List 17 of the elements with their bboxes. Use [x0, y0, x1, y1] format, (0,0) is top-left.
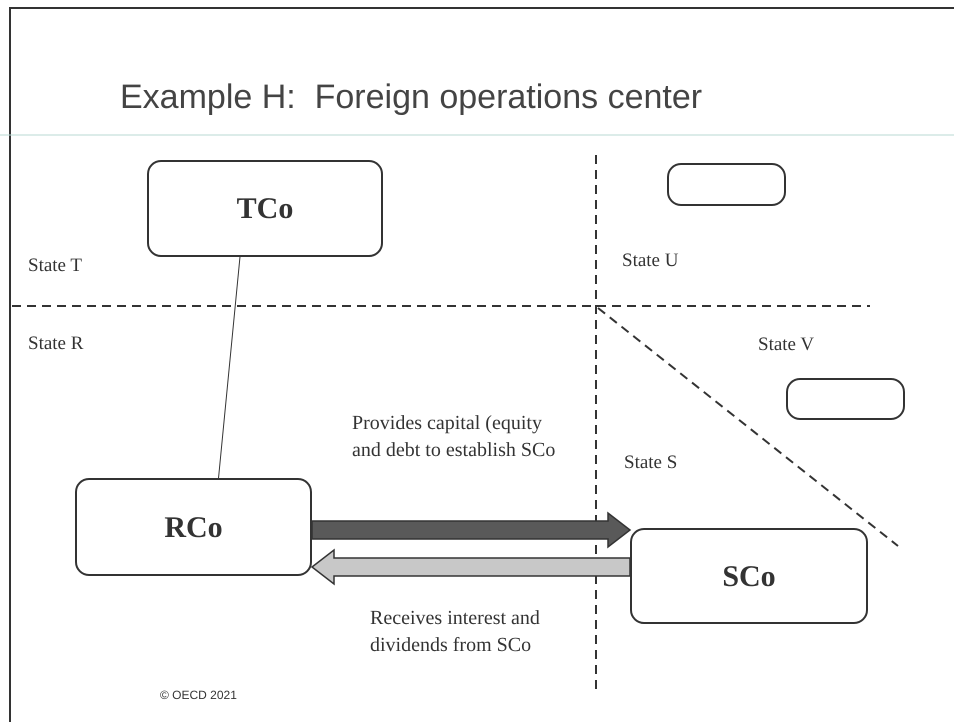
region-label: State T	[28, 254, 82, 278]
region-label: State V	[758, 333, 814, 357]
region-label: State R	[28, 332, 84, 356]
entity-box: TCo	[147, 160, 383, 257]
edge-label: Receives interest and dividends from SCo	[370, 606, 541, 658]
entity-box: RCo	[75, 478, 312, 576]
empty-box	[667, 163, 786, 206]
connector-line	[218, 256, 240, 478]
edge-label: Provides capital (equity and debt to establish SCo	[352, 411, 556, 463]
entity-box: SCo	[630, 528, 868, 624]
region-label: State S	[624, 451, 678, 475]
empty-box	[786, 378, 905, 420]
region-label: State U	[622, 249, 678, 273]
slide-title: Example H: Foreign operations center	[120, 77, 702, 118]
block-arrow	[311, 511, 632, 549]
block-arrow	[310, 548, 631, 586]
copyright-note: © OECD 2021	[160, 687, 237, 704]
